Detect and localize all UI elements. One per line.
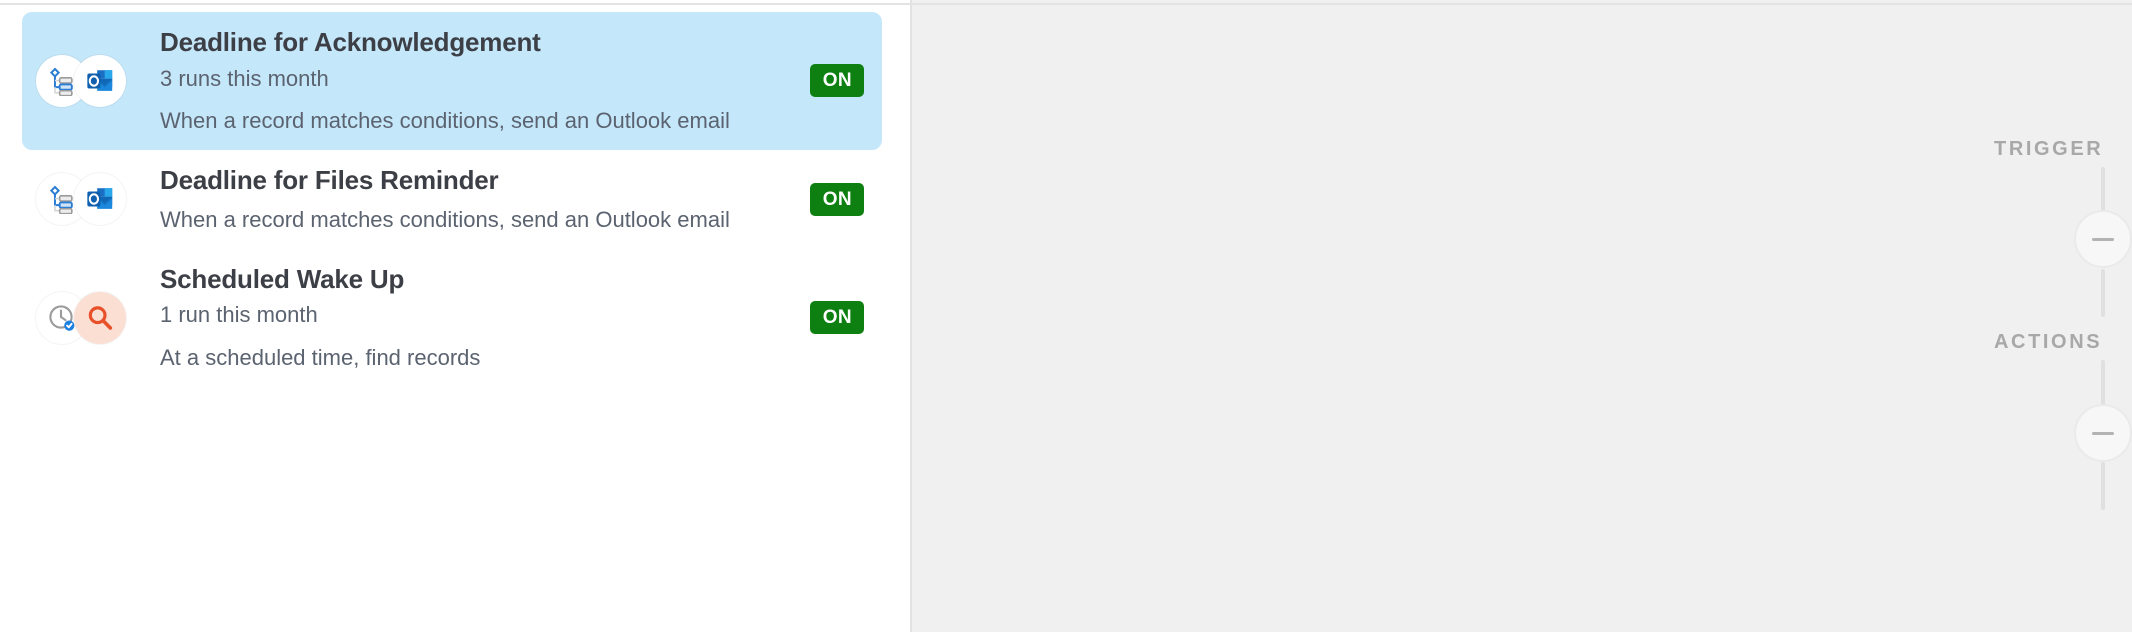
flow-connector-line — [2101, 462, 2105, 510]
list-item-description: When a record matches conditions, send a… — [160, 207, 730, 233]
collapse-action-node-button[interactable] — [2074, 404, 2132, 462]
list-item-runs: 3 runs this month — [160, 65, 329, 91]
minus-icon — [2092, 237, 2114, 241]
list-item-title: Scheduled Wake Up — [160, 263, 405, 294]
find-records-search-icon — [74, 291, 126, 344]
list-item-description: When a record matches conditions, send a… — [160, 108, 730, 134]
automation-list: Deadline for Acknowledgement 3 runs this… — [0, 12, 910, 386]
top-hairline — [0, 3, 2132, 5]
list-item[interactable]: Deadline for Acknowledgement 3 runs this… — [22, 12, 882, 150]
row-icon-group — [32, 167, 136, 231]
collapse-trigger-node-button[interactable] — [2074, 210, 2132, 268]
list-item-title: Deadline for Acknowledgement — [160, 27, 541, 57]
flow-connector-line — [2101, 269, 2105, 317]
flow-connector-line — [2101, 167, 2105, 213]
automation-flow-panel: TRIGGER ACTIONS — [912, 0, 2132, 632]
status-badge[interactable]: ON — [809, 301, 864, 335]
trigger-section-label: TRIGGER — [1994, 138, 2104, 160]
list-item[interactable]: Deadline for Files Reminder When a recor… — [22, 150, 882, 249]
flow-connector-line — [2101, 360, 2105, 406]
row-icon-group — [32, 49, 136, 113]
list-item[interactable]: Scheduled Wake Up 1 run this month At a … — [22, 249, 882, 387]
status-badge[interactable]: ON — [809, 182, 864, 216]
list-item-title: Deadline for Files Reminder — [160, 164, 499, 195]
list-item-body: Deadline for Files Reminder When a recor… — [136, 164, 786, 235]
list-item-body: Scheduled Wake Up 1 run this month At a … — [136, 263, 786, 373]
list-item-runs: 1 run this month — [160, 302, 318, 328]
actions-section-label: ACTIONS — [1994, 331, 2103, 353]
automation-list-panel: Deadline for Acknowledgement 3 runs this… — [0, 0, 912, 632]
flow-canvas: TRIGGER ACTIONS — [912, 0, 2132, 632]
row-icon-group — [32, 286, 136, 350]
outlook-icon — [74, 54, 126, 107]
status-badge[interactable]: ON — [809, 64, 864, 98]
list-item-body: Deadline for Acknowledgement 3 runs this… — [136, 26, 786, 136]
minus-icon — [2092, 431, 2114, 435]
list-item-description: At a scheduled time, find records — [160, 344, 481, 370]
outlook-icon — [74, 173, 126, 226]
